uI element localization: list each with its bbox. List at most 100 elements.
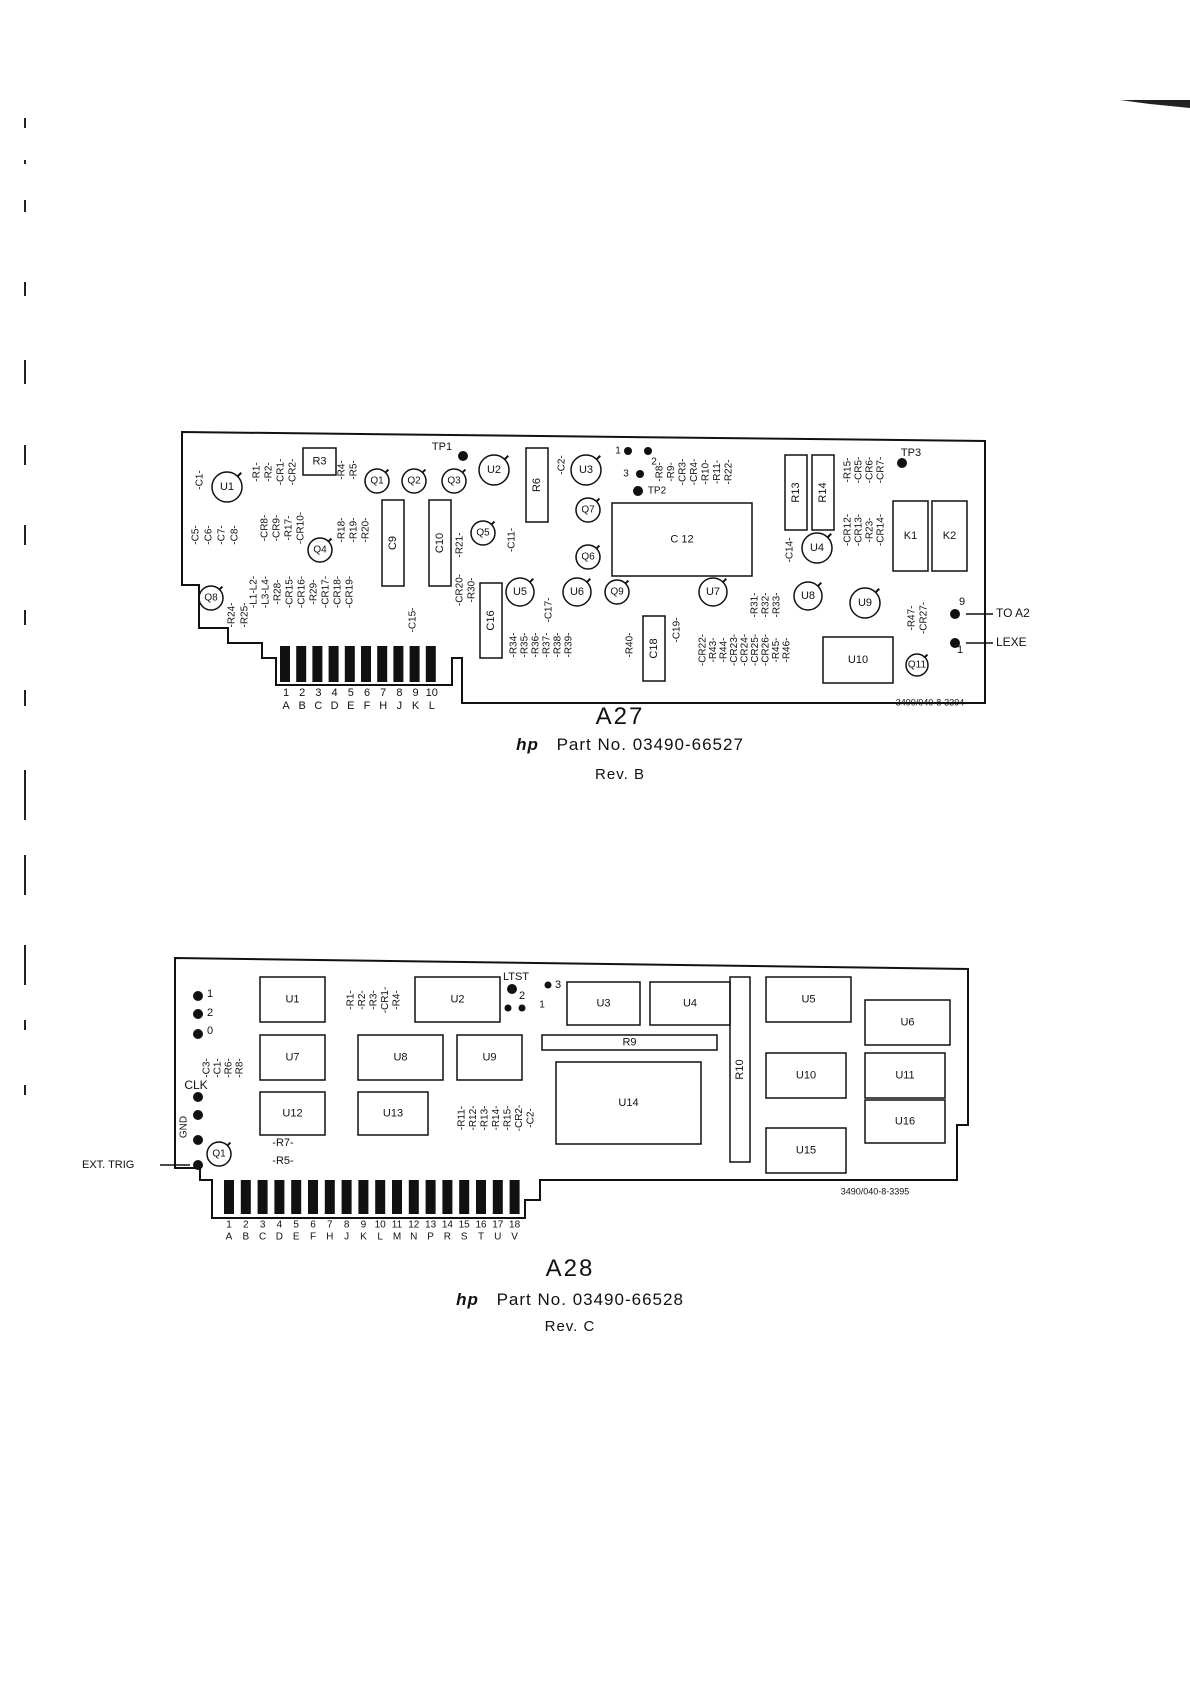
a28-u2-label: U2 (450, 993, 464, 1005)
a28-part-number: 03490-66528 (572, 1290, 684, 1309)
a28-jumper-1-label: 1 (539, 1000, 545, 1011)
a27-q6-outline (575, 544, 601, 570)
a28-edge-finger (425, 1180, 436, 1214)
a27-vg-c15-0: -C15- (408, 607, 419, 632)
a28-u10-label: U10 (796, 1069, 816, 1081)
a27-k1: K1 (892, 500, 929, 572)
a27-c10-label: C10 (434, 533, 446, 553)
a27-vg-r31-1: -R32- (761, 592, 772, 617)
a27-pin-number: 7 (380, 687, 386, 699)
a28-vg-c3-1: -C1- (213, 1058, 224, 1077)
a28-u9-outline (456, 1034, 523, 1081)
a27-u7: U7 (698, 577, 728, 607)
a27-u8: U8 (793, 581, 823, 611)
a28-u3-label: U3 (596, 997, 610, 1009)
a28-dot-clk (193, 1092, 203, 1102)
a28-pin-letter: A (226, 1232, 233, 1243)
a28-q1-outline (206, 1141, 232, 1167)
a27-k2: K2 (931, 500, 968, 572)
a27-r6: R6 (525, 447, 549, 523)
a27-q3-tab (461, 468, 467, 474)
a27-r14: R14 (811, 454, 835, 531)
a27-pin-letter: C (314, 700, 322, 712)
a27-q8: Q8 (198, 585, 224, 611)
a28-q1-label: Q1 (212, 1149, 226, 1160)
a27-q8-tab (218, 585, 224, 591)
a28-u1: U1 (259, 976, 326, 1023)
a28-u1-label: U1 (285, 993, 299, 1005)
a27-c12: C 12 (611, 502, 753, 577)
a27-u3-tab (595, 455, 601, 461)
a28-edge-finger (358, 1180, 369, 1214)
a28-pin-number: 14 (442, 1220, 454, 1231)
a27-u2: U2 (478, 454, 510, 486)
a27-u10-outline (822, 636, 894, 684)
a28-u6: U6 (864, 999, 951, 1046)
a28-vg-r11-5: -CR2- (514, 1105, 525, 1132)
a28-u5-label: U5 (801, 993, 815, 1005)
a27-vg-r8-1: -R9- (666, 462, 677, 481)
a28-pin-number: 5 (293, 1220, 299, 1231)
a28-edge-finger (408, 1180, 419, 1214)
a27-vg-c5-1: -C6- (204, 525, 215, 544)
a28-pin-letter: J (344, 1232, 349, 1243)
a27-vg-r1-1: -R2- (264, 462, 275, 481)
a28-u16-label: U16 (895, 1115, 915, 1127)
a27-u4-label: U4 (810, 542, 824, 554)
a27-c18-label: C18 (648, 638, 660, 658)
a27-q2-label: Q2 (407, 476, 421, 487)
a27-jumper-2 (644, 447, 652, 455)
a28-u3: U3 (566, 981, 641, 1026)
a28-jumper-2-label: 2 (519, 990, 525, 1002)
a27-vg-r24-1: -R25- (240, 602, 251, 627)
a28-pin-number: 6 (310, 1220, 316, 1231)
a27-drawing-number: 3490/040-8-3394 (896, 697, 965, 707)
a28-u3-outline (566, 981, 641, 1026)
a28-u15: U15 (765, 1127, 847, 1174)
a28-pin-number: 8 (344, 1220, 350, 1231)
hp-logo: hp (456, 1290, 479, 1309)
a28-pin-number: 10 (375, 1220, 387, 1231)
a28-dot-2 (193, 1009, 203, 1019)
a28-r10-outline (729, 976, 751, 1163)
a27-q2-outline (401, 468, 427, 494)
a28-pin-letter: T (478, 1232, 484, 1243)
a28-pin-letter: E (293, 1232, 300, 1243)
a27-vg-r34-5: -R39- (564, 632, 575, 657)
a28-label-ext-trig: EXT. TRIG (82, 1159, 134, 1171)
a28-u1-outline (259, 976, 326, 1023)
a27-q11-outline (905, 653, 929, 677)
a28-pin-letter: H (326, 1232, 333, 1243)
a27-q3: Q3 (441, 468, 467, 494)
a27-q7: Q7 (575, 497, 601, 523)
a28-r10-label: R10 (734, 1059, 746, 1079)
a27-vg-l1-2: -R28- (273, 579, 284, 604)
a27-c12-label: C 12 (670, 533, 693, 545)
a28-vg-r11-2: -R13- (480, 1105, 491, 1130)
a27-r6-label: R6 (531, 478, 543, 492)
a27-vg-r40-0: -R40- (625, 632, 636, 657)
a27-q11-label: Q11 (908, 660, 927, 671)
a28-label-gnd: GND (179, 1116, 190, 1138)
a27-vg-c19-0: -C19- (672, 617, 683, 642)
a27-u9: U9 (849, 587, 881, 619)
a28-u15-label: U15 (796, 1144, 816, 1156)
a27-vg-r15-0: -R15- (843, 457, 854, 482)
a27-vg-r8-6: -R22- (724, 459, 735, 484)
a28-u12-outline (259, 1091, 326, 1136)
a28-label-clk: CLK (184, 1078, 207, 1092)
a28-dot-0 (193, 1029, 203, 1039)
a27-q5-label: Q5 (476, 528, 490, 539)
a28-edge-finger (375, 1180, 386, 1214)
a27-vg-cr20-1: -R30- (467, 577, 478, 602)
a28-u4-label: U4 (683, 997, 697, 1009)
a28-u9-label: U9 (482, 1051, 496, 1063)
a27-jumper-3 (636, 470, 644, 478)
a27-u1-tab (236, 472, 242, 478)
a28-edge-fingers: 1A2B3C4D5E6F7H8J9K10L11M12N13P14R15S16T1… (224, 1180, 521, 1243)
a28-u11: U11 (864, 1052, 946, 1099)
a27-q1: Q1 (364, 468, 390, 494)
a27-tp2-label: TP2 (648, 486, 667, 497)
a27-vg-c2-0: -C2- (557, 455, 568, 474)
